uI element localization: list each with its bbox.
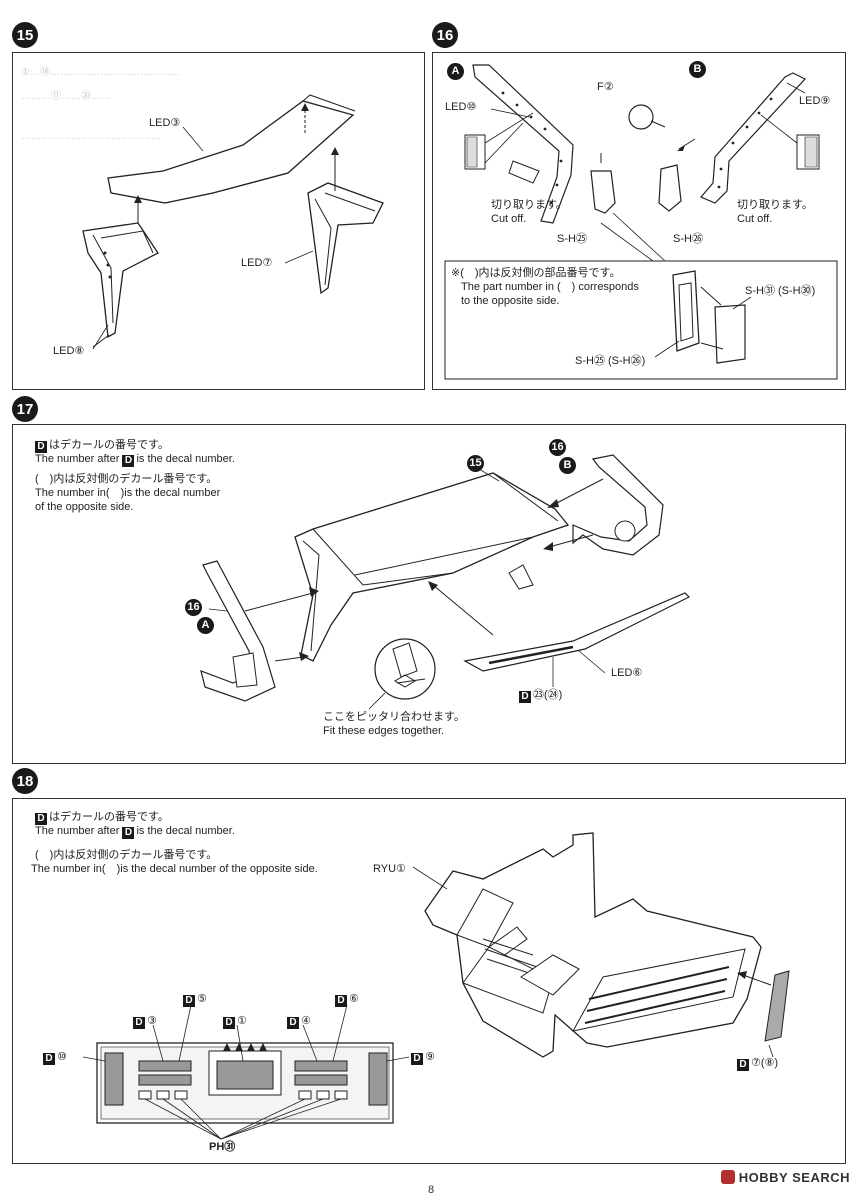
label-led9: LED⑨ xyxy=(799,95,831,107)
label-ryu1: RYU① xyxy=(373,863,406,875)
label-sh25: S-H㉕ xyxy=(557,233,587,245)
decal-note-line-3: ( )内は反対側のデカール番号です。 xyxy=(35,473,218,485)
panel-step-16: A B LED⑩ LED⑨ F② 切り取ります。 Cut off. 切り取ります… xyxy=(432,52,846,390)
decal-note-line-4: The number in( )is the decal number xyxy=(35,487,221,499)
marker-b: B xyxy=(559,457,576,474)
ghost-text: …………………………………… xyxy=(21,131,161,142)
panel-step-15: ①…⑱………………………………… ………⑪……⑳…… …………………………………… xyxy=(12,52,425,390)
ghost-text: ①…⑱………………………………… xyxy=(21,67,180,78)
decal-note-line-3: ( )内は反対側のデカール番号です。 xyxy=(35,849,218,861)
ref-step-16-b: 16 xyxy=(549,439,566,456)
marker-b: B xyxy=(689,61,706,78)
label-led6: LED⑥ xyxy=(611,667,643,679)
fit-note-jp: ここをピッタリ合わせます。 xyxy=(323,711,465,723)
step-18-diagram xyxy=(82,832,790,1140)
cut-off-en-left: Cut off. xyxy=(491,213,527,225)
label-led7: LED⑦ xyxy=(241,257,273,269)
watermark-logo: HOBBY SEARCH xyxy=(720,1170,850,1185)
label-led10: LED⑩ xyxy=(445,101,477,113)
step-number-17: 17 xyxy=(12,396,38,422)
cut-off-jp-right: 切り取ります。 xyxy=(737,199,813,211)
page-number: 8 xyxy=(427,1184,435,1196)
step-17-diagram xyxy=(200,454,691,710)
decal-note-line-5: of the opposite side. xyxy=(35,501,134,513)
step-number-18: 18 xyxy=(12,768,38,794)
ghost-text: ………⑪……⑳…… xyxy=(21,91,111,102)
marker-a: A xyxy=(447,63,464,80)
note-en-2: to the opposite side. xyxy=(461,295,560,307)
decal-note-line-4: The number in( )is the decal number of t… xyxy=(31,863,318,875)
step-number-16: 16 xyxy=(432,22,458,48)
ref-step-16-a: 16 xyxy=(185,599,202,616)
marker-a: A xyxy=(197,617,214,634)
label-sh25-26: S-H㉕ (S-H㉖) xyxy=(575,355,646,367)
cut-off-en-right: Cut off. xyxy=(737,213,773,225)
step-number-15: 15 xyxy=(12,22,38,48)
ref-step-15: 15 xyxy=(467,455,484,472)
label-led8: LED⑧ xyxy=(53,345,85,357)
note-jp: ※( )内は反対側の部品番号です。 xyxy=(451,267,621,279)
label-led3: LED③ xyxy=(149,117,181,129)
note-en-1: The part number in ( ) corresponds xyxy=(461,281,639,293)
brand-icon xyxy=(720,1170,735,1184)
cut-off-jp-left: 切り取ります。 xyxy=(491,199,567,211)
fit-note-en: Fit these edges together. xyxy=(323,725,445,737)
step-15-diagram xyxy=(82,94,384,350)
label-sh26: S-H㉖ xyxy=(673,233,703,245)
label-f2: F② xyxy=(597,81,614,93)
label-ph31: PH㉛ xyxy=(209,1141,236,1153)
step-16-diagram xyxy=(444,64,838,380)
label-sh31: S-H㉛ (S-H㉚) xyxy=(745,285,816,297)
